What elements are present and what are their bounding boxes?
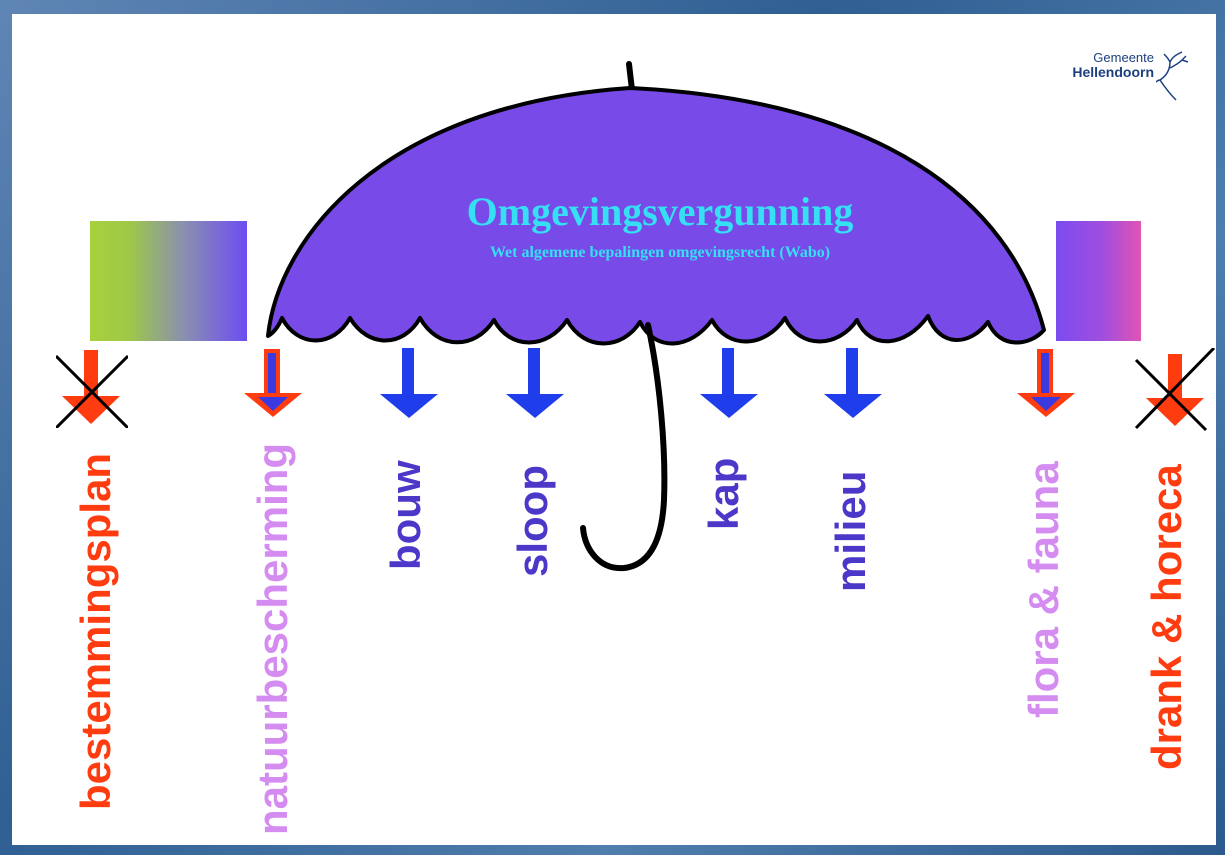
umbrella-handle xyxy=(580,322,668,572)
label-bouw: bouw xyxy=(382,460,429,570)
umbrella-title: Omgevingsvergunning xyxy=(466,189,854,234)
label-drank-horeca: drank & horeca xyxy=(1143,464,1190,770)
umbrella-subtitle: Wet algemene bepalingen omgevingsrecht (… xyxy=(489,244,831,261)
logo-big-text: Hellendoorn xyxy=(1072,64,1154,80)
left-gradient-bar xyxy=(90,221,247,341)
umbrella-canopy xyxy=(266,86,1046,346)
label-flora-fauna: flora & fauna xyxy=(1020,461,1067,718)
antler-icon xyxy=(1156,51,1189,101)
label-bestemmingsplan: bestemmingsplan xyxy=(72,452,119,810)
arrow-drank-horeca xyxy=(1134,348,1216,432)
arrow-sloop xyxy=(506,348,564,418)
arrow-bestemmingsplan xyxy=(56,350,128,428)
label-milieu: milieu xyxy=(827,470,874,592)
arrow-flora-fauna xyxy=(1017,349,1075,417)
right-gradient-bar xyxy=(1056,221,1141,341)
arrow-kap xyxy=(700,348,758,418)
arrow-bouw xyxy=(380,348,438,418)
arrow-natuurbescherming xyxy=(244,349,302,417)
municipality-logo: Gemeente Hellendoorn xyxy=(1012,50,1212,110)
logo-small-text: Gemeente xyxy=(1093,50,1154,65)
cross-icon xyxy=(1134,358,1208,432)
label-kap: kap xyxy=(700,457,747,530)
arrow-milieu xyxy=(824,348,882,418)
label-sloop: sloop xyxy=(509,465,556,577)
umbrella-tip xyxy=(626,61,635,93)
label-natuurbescherming: natuurbescherming xyxy=(249,442,296,835)
